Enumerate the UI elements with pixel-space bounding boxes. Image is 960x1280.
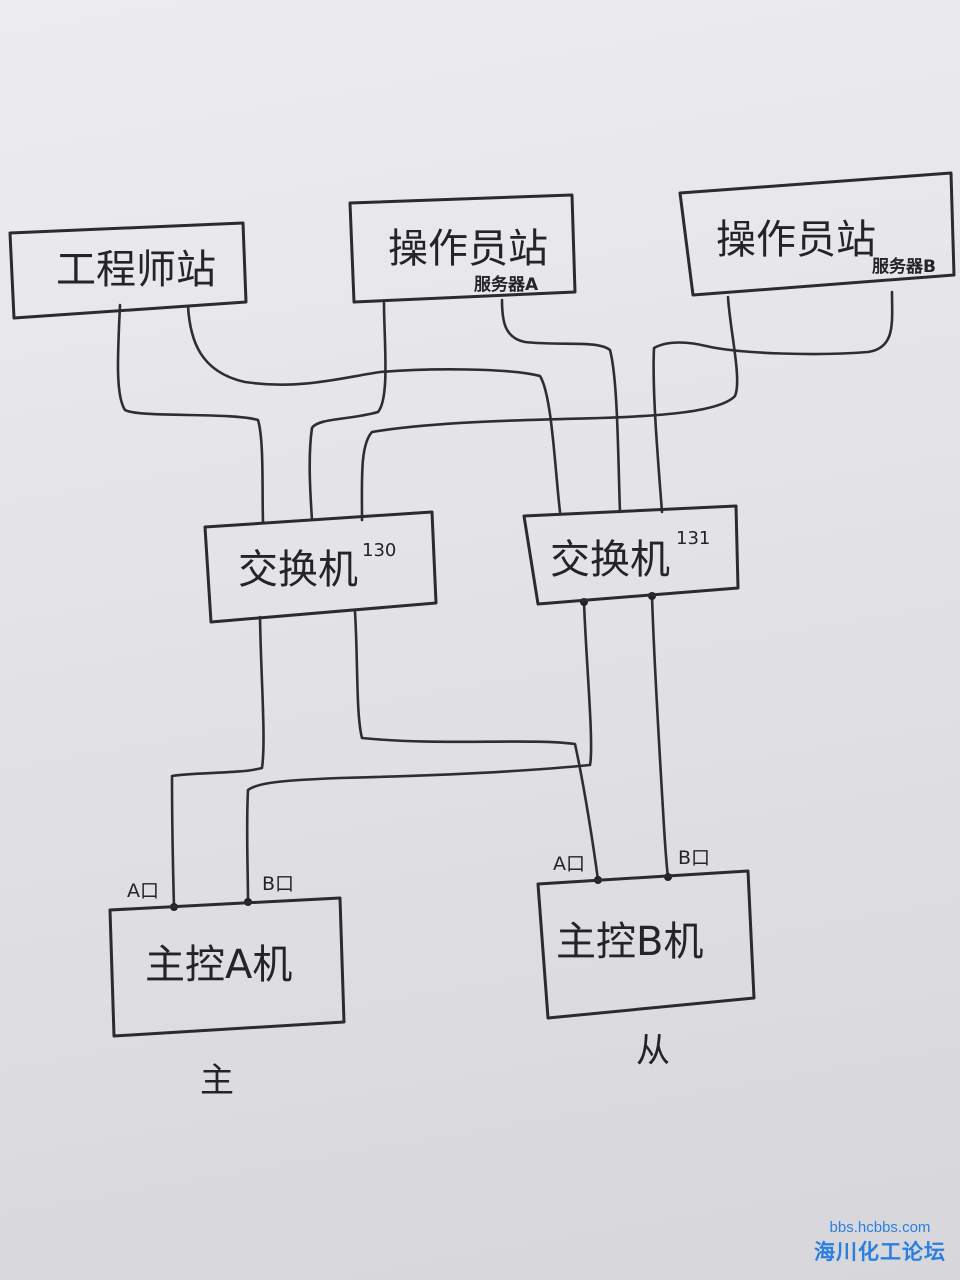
wire-opB-sw131	[652, 290, 894, 514]
wire-opA-sw130	[308, 301, 387, 522]
operator-station-b-label: 操作员站	[716, 217, 876, 263]
switch-130-box	[203, 510, 438, 624]
switch-131-box	[522, 504, 740, 606]
controller-b-port-a: A口	[553, 853, 585, 875]
wire-sw130-ctrlB-a	[353, 610, 600, 882]
controller-b-box	[536, 869, 756, 1020]
controller-a-port-a: A口	[127, 880, 159, 902]
wire-opA-sw131	[500, 298, 622, 514]
operator-station-a-node: 操作员站 服务器A	[348, 193, 577, 304]
operator-station-a-label: 操作员站	[388, 226, 548, 272]
operator-station-a-box	[348, 193, 577, 304]
controller-a-box	[108, 896, 346, 1038]
switch-130-label: 交换机	[238, 547, 358, 593]
controller-b-port-b: B口	[678, 847, 710, 869]
switch-130-node: 交换机 130	[203, 510, 438, 624]
watermark-url: bbs.hcbbs.com	[829, 1219, 931, 1236]
wire-sw130-ctrlA-a	[170, 615, 265, 909]
controller-a-role: 主	[200, 1061, 234, 1101]
controller-a-node: 主控A机 A口 B口 主	[108, 873, 346, 1101]
operator-station-b-node: 操作员站 服务器B	[678, 171, 956, 297]
wire-eng-sw130	[116, 303, 265, 524]
operator-station-b-box	[678, 171, 956, 297]
engineer-station-box	[8, 221, 248, 320]
controller-a-label: 主控A机	[145, 942, 292, 988]
switch-131-number: 131	[676, 528, 710, 549]
operator-station-a-sublabel: 服务器A	[474, 274, 539, 295]
controller-b-label: 主控B机	[556, 919, 703, 965]
connection-wires	[116, 290, 894, 909]
controller-b-role: 从	[636, 1031, 670, 1071]
engineer-station-node: 工程师站	[8, 221, 248, 320]
wire-sw131-ctrlB-b	[650, 594, 670, 879]
engineer-station-label: 工程师站	[56, 247, 216, 293]
controller-b-node: 主控B机 A口 B口 从	[536, 847, 756, 1071]
switch-131-label: 交换机	[550, 537, 670, 583]
switch-131-node: 交换机 131	[522, 504, 740, 606]
watermark-name: 海川化工论坛	[814, 1241, 946, 1264]
forum-watermark: bbs.hcbbs.com 海川化工论坛	[814, 1219, 946, 1266]
wire-eng-sw131	[186, 304, 562, 514]
operator-station-b-sublabel: 服务器B	[872, 256, 936, 277]
wire-opB-sw130	[360, 295, 739, 522]
wire-sw131-ctrlA-b	[245, 600, 593, 904]
controller-a-port-b: B口	[262, 873, 294, 895]
switch-130-number: 130	[362, 540, 396, 561]
